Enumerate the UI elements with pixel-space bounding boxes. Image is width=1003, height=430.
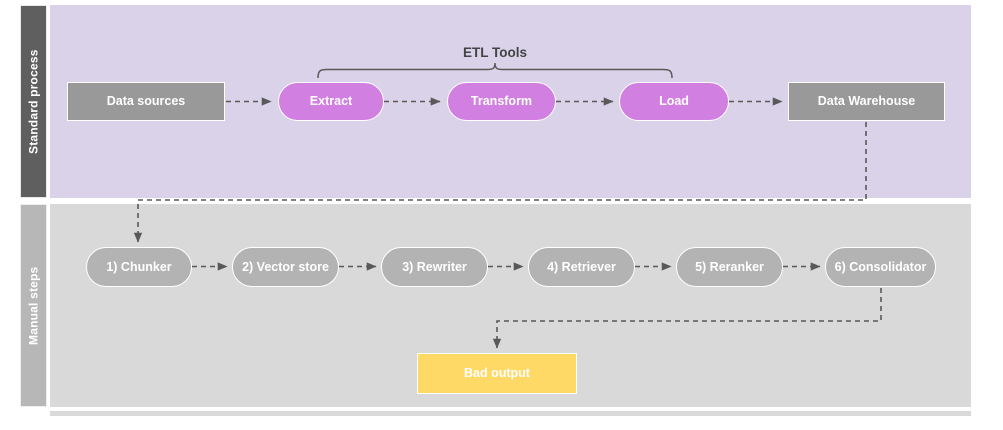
- lane-footer-strip: [50, 411, 971, 416]
- lane-label-standard-process: Standard process: [20, 5, 47, 198]
- node-chunker[interactable]: 1) Chunker: [86, 247, 192, 287]
- node-retriever[interactable]: 4) Retriever: [528, 247, 635, 287]
- node-data-warehouse[interactable]: Data Warehouse: [788, 82, 945, 121]
- lane-label-manual-steps: Manual steps: [20, 204, 47, 407]
- node-data-sources[interactable]: Data sources: [67, 82, 225, 121]
- node-rewriter[interactable]: 3) Rewriter: [381, 247, 488, 287]
- node-consolidator[interactable]: 6) Consolidator: [825, 247, 936, 287]
- node-vector-store[interactable]: 2) Vector store: [232, 247, 339, 287]
- node-extract[interactable]: Extract: [278, 82, 384, 121]
- node-transform[interactable]: Transform: [447, 82, 556, 121]
- node-load[interactable]: Load: [619, 82, 729, 121]
- etl-tools-annotation-label: ETL Tools: [463, 45, 527, 60]
- node-reranker[interactable]: 5) Reranker: [676, 247, 783, 287]
- node-bad-output[interactable]: Bad output: [417, 353, 577, 394]
